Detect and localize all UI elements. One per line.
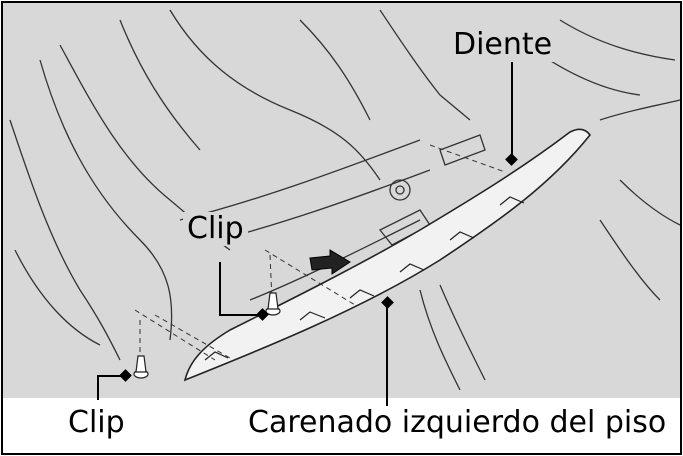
clip-lower-shape — [133, 355, 149, 379]
removal-direction-arrow — [309, 249, 351, 275]
floor-cowl-tabs — [204, 196, 525, 361]
floor-cowl-label: Carenado izquierdo del piso — [244, 406, 671, 440]
clip-upper-label: Clip — [183, 212, 248, 246]
leader-lines — [97, 62, 513, 415]
clip-upper-shape — [265, 292, 281, 316]
tooth-label: Diente — [449, 28, 557, 62]
leader-markers — [119, 153, 518, 382]
clip-lower-label: Clip — [64, 406, 129, 440]
